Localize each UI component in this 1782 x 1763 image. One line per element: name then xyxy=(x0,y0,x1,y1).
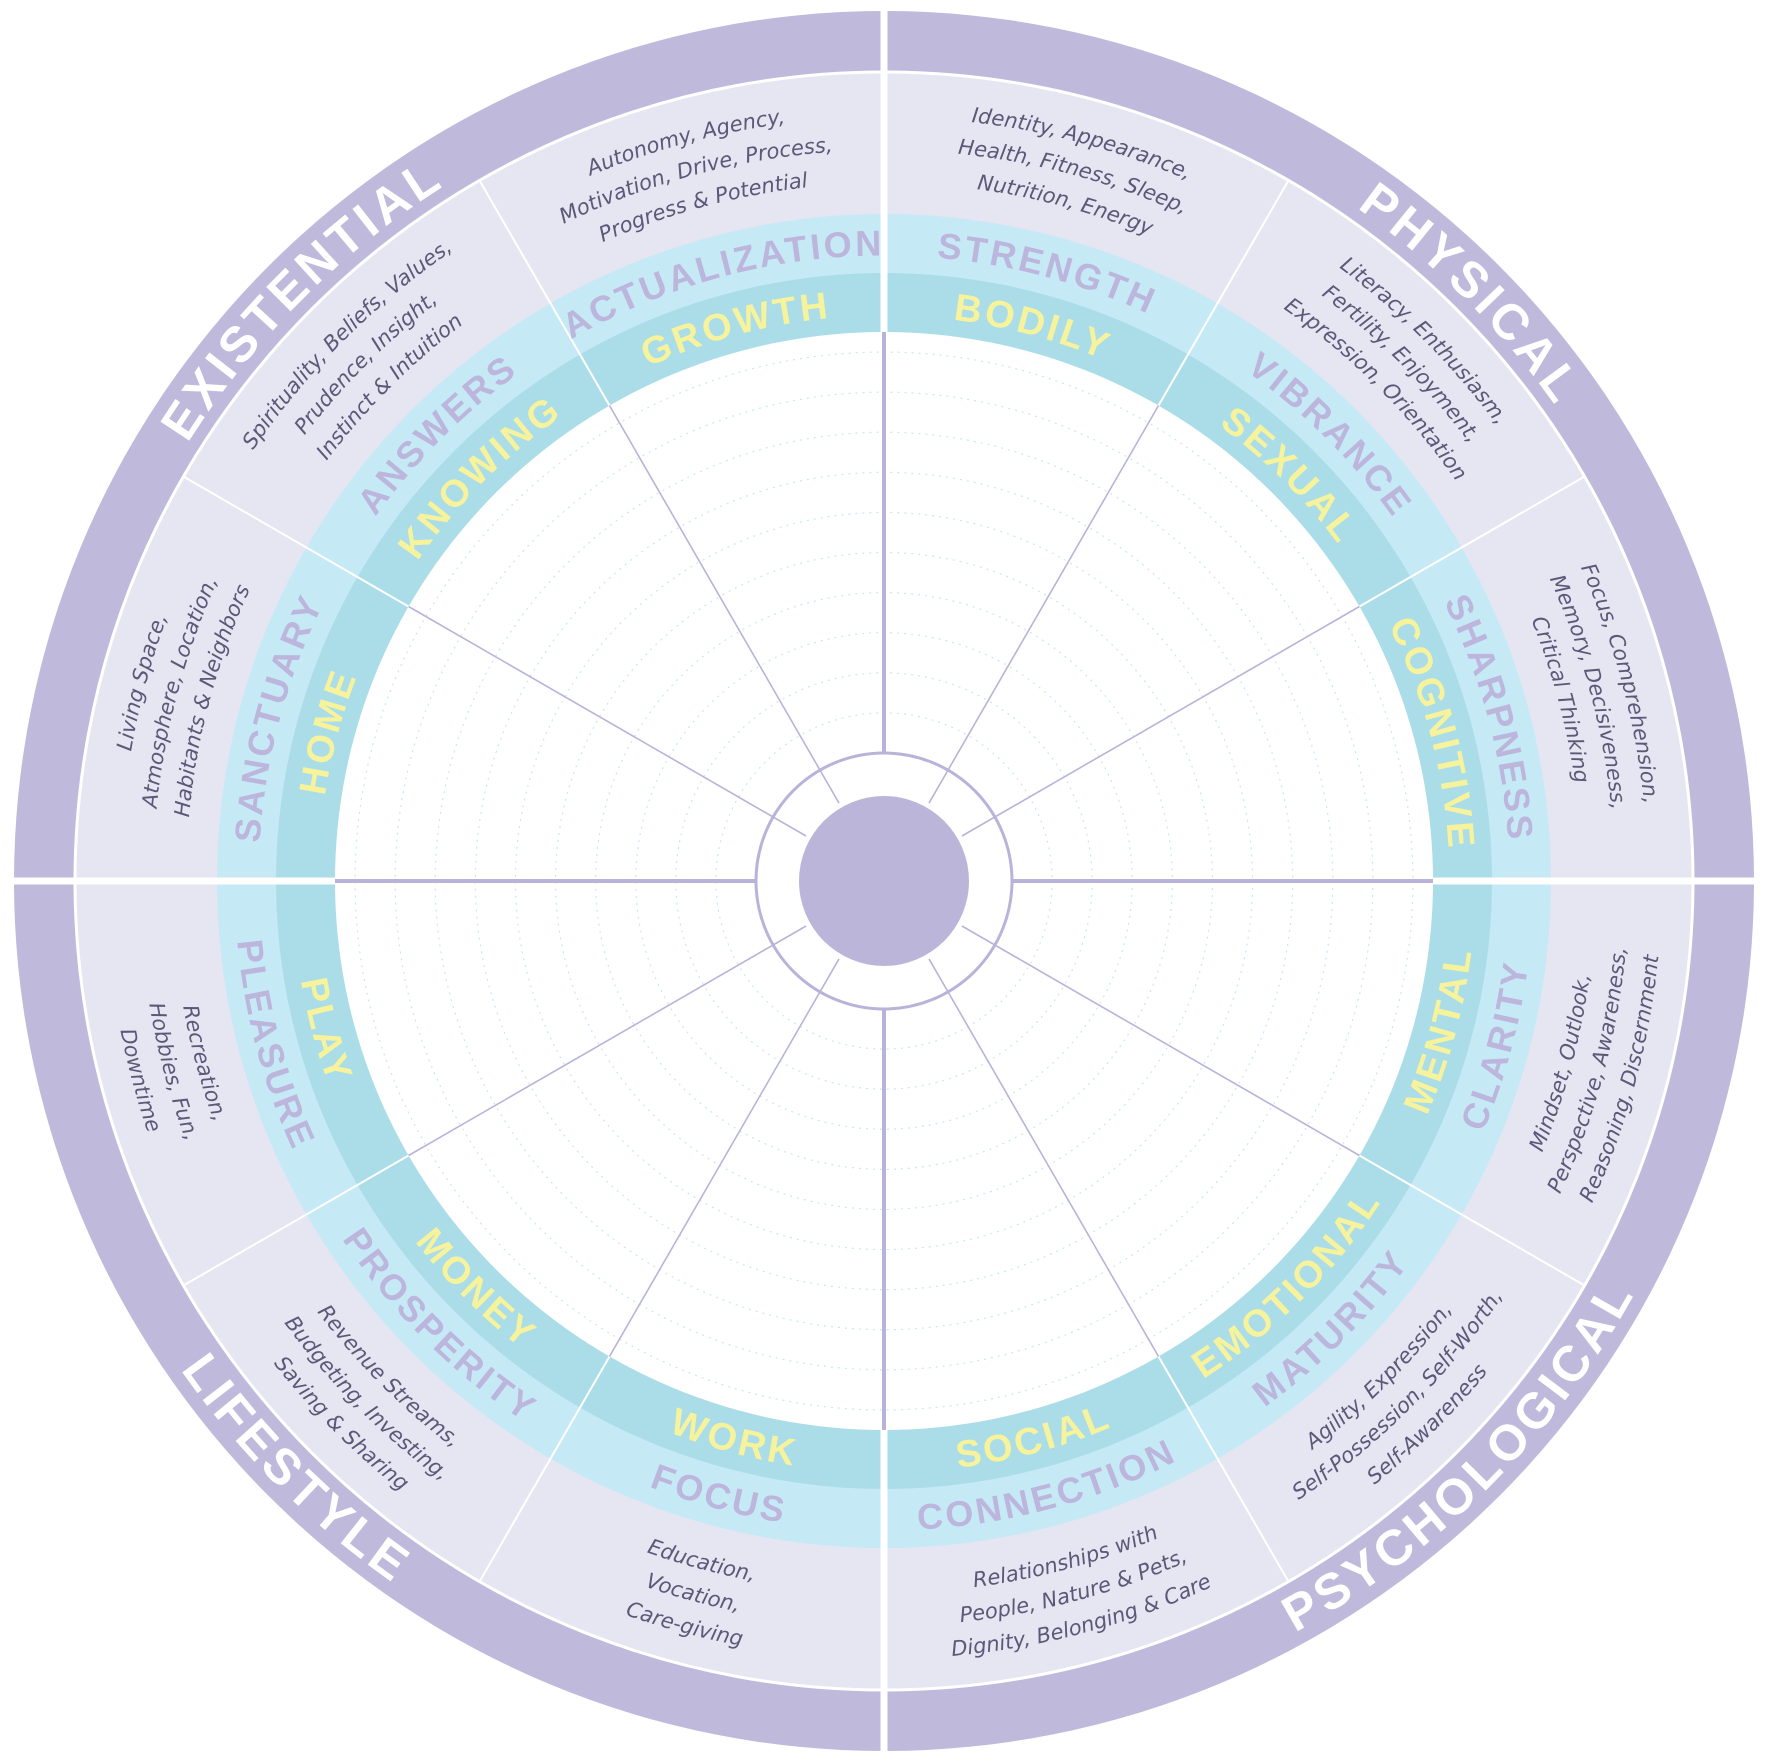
spoke-line xyxy=(961,605,1360,837)
segment-divider xyxy=(478,179,611,407)
hub-ring xyxy=(754,751,1014,1011)
spoke-line xyxy=(928,958,1160,1357)
spoke-line xyxy=(608,405,840,804)
hub-disc xyxy=(799,796,969,966)
spoke-line xyxy=(928,405,1160,804)
spoke-line xyxy=(408,605,807,837)
spoke-line xyxy=(608,958,840,1357)
segment-divider xyxy=(478,1355,611,1583)
segment-divider xyxy=(1157,1355,1290,1583)
segment-divider xyxy=(1358,475,1586,608)
segment-divider xyxy=(1157,179,1290,407)
spoke-line xyxy=(408,925,807,1157)
segment-divider xyxy=(1358,1154,1586,1287)
segment-divider xyxy=(182,1154,410,1287)
spoke-line xyxy=(961,925,1360,1157)
segment-divider xyxy=(182,475,410,608)
